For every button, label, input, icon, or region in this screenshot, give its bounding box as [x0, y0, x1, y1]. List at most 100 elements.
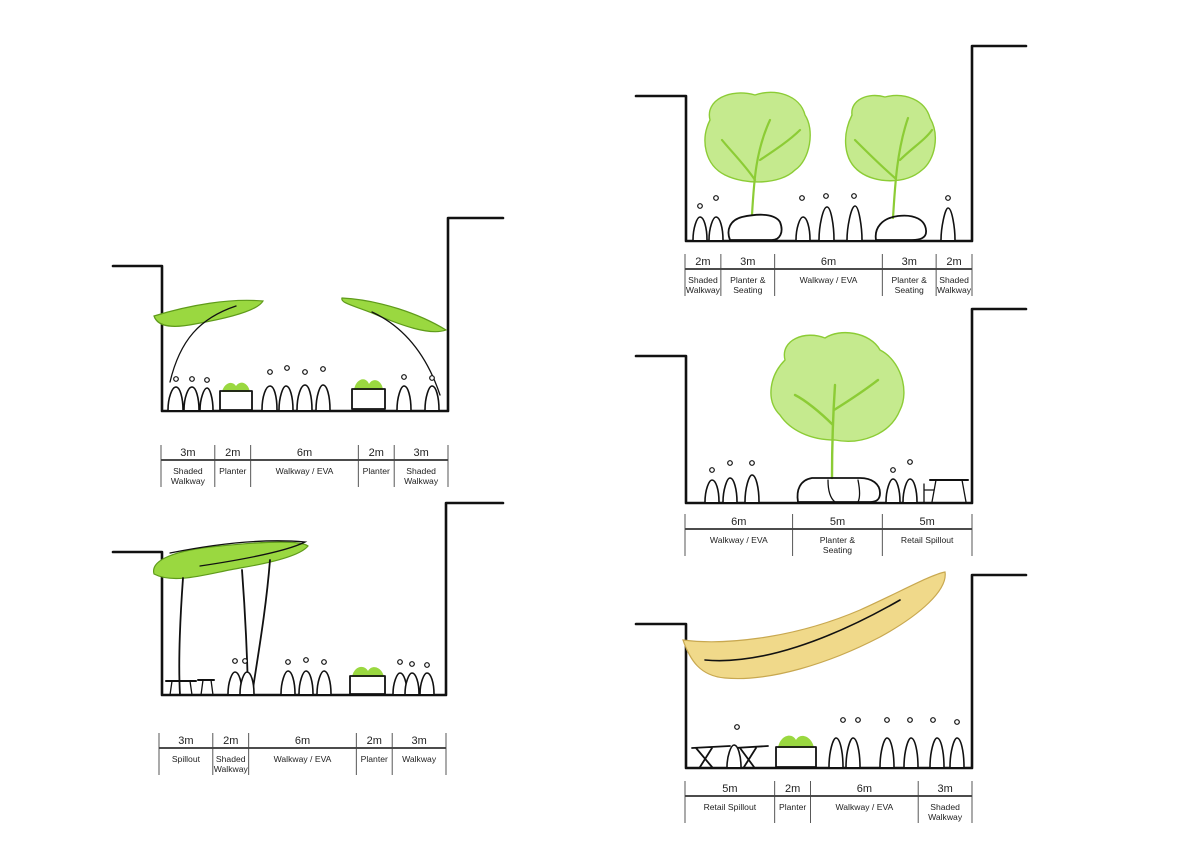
section-a-segment-label: Shaded: [173, 466, 203, 476]
section-b-drawing: [111, 501, 505, 697]
section-c-segment-label: Planter &: [892, 275, 928, 285]
section-a-segment-label: Walkway / EVA: [276, 466, 334, 476]
section-b-segment-dim: 3m: [178, 735, 193, 747]
section-b-segment-label: Planter: [361, 754, 388, 764]
section-b-segment-dim: 2m: [223, 735, 238, 747]
section-c-tree-canopy-right: [844, 94, 936, 182]
section-c-segment-label: Walkway / EVA: [800, 275, 858, 285]
section-c-segment-dim: 6m: [821, 256, 836, 268]
section-e-shade-sail-edge: [704, 599, 901, 662]
section-d-segment-label: Seating: [823, 545, 852, 555]
section-b-column-left: [178, 577, 184, 696]
section-d-segment-label: Walkway / EVA: [710, 535, 768, 545]
section-d-segment-dim: 5m: [830, 516, 845, 528]
section-a-segment-label: Walkway: [404, 476, 439, 486]
section-c-people: [692, 193, 956, 241]
section-d-outline: [634, 307, 1028, 505]
section-c-outline: [634, 44, 1028, 243]
section-c-segment-label: Shaded: [688, 275, 718, 285]
section-d-planter-inner: [827, 479, 861, 503]
section-b-people: [227, 657, 435, 695]
section-e-planter-plant: [778, 735, 814, 748]
section-c-segment-dim: 3m: [902, 256, 917, 268]
section-e-segment-label: Walkway / EVA: [835, 802, 893, 812]
section-e-segment-label: Planter: [779, 802, 806, 812]
section-a-segment-dim: 3m: [180, 447, 195, 459]
section-d-segment-dim: 5m: [920, 516, 935, 528]
section-c-tree-canopy-left: [704, 91, 811, 183]
section-e-segment-label: Retail Spillout: [704, 802, 757, 812]
section-d-people: [704, 459, 918, 503]
section-c-tree-trunk-right: [853, 116, 934, 220]
section-a-segment-label: Planter: [363, 466, 390, 476]
section-a-drawing: [111, 216, 505, 413]
section-c-segment-dim: 2m: [946, 256, 961, 268]
section-a-segment-label: Walkway: [171, 476, 206, 486]
section-e-segment-label: Shaded: [930, 802, 960, 812]
section-a-planter-plant-left: [222, 382, 250, 392]
section-c-segment-label: Seating: [733, 285, 762, 295]
section-e-segment-dim: 3m: [937, 783, 952, 795]
section-c-segment-label: Planter &: [730, 275, 766, 285]
section-b-planter-plant: [352, 666, 384, 677]
section-a-people: [167, 365, 440, 411]
section-d-tree-trunk: [793, 378, 880, 480]
section-c-tree-trunk-left: [720, 118, 802, 217]
section-b-outline: [111, 501, 505, 697]
section-d-segment-dim: 6m: [731, 516, 746, 528]
section-d-tree-canopy: [770, 331, 905, 442]
section-c-segment-dim: 3m: [740, 256, 755, 268]
section-a-outline: [111, 216, 505, 413]
section-c-segment-dim: 2m: [695, 256, 710, 268]
section-a-planter-left: [219, 390, 253, 411]
section-b-segment-label: Walkway: [402, 754, 437, 764]
section-d-drawing: [634, 307, 1028, 505]
section-a-segment-label: Shaded: [406, 466, 436, 476]
section-c-segment-label: Seating: [895, 285, 924, 295]
section-e-segment-dim: 6m: [857, 783, 872, 795]
section-a-canopy-right: [341, 297, 448, 333]
section-a-canopy-support-right: [371, 311, 441, 396]
section-a-planter-right: [351, 388, 386, 410]
section-d-segment-label: Planter &: [820, 535, 856, 545]
section-b-segment-dim: 3m: [411, 735, 426, 747]
section-e-segment-dim: 2m: [785, 783, 800, 795]
section-c-segment-label: Walkway: [686, 285, 721, 295]
section-b-canopy: [153, 541, 309, 580]
section-d-retail-furniture: [923, 479, 969, 503]
section-a-canopy-support-left: [169, 305, 237, 383]
section-a-segment-dim: 2m: [369, 447, 384, 459]
section-b-planter: [349, 675, 386, 695]
section-b-segment-label: Shaded: [216, 754, 246, 764]
section-b-spillout-furniture: [165, 679, 215, 696]
section-b-canopy-outline: [169, 540, 308, 567]
section-b-segment-label: Walkway / EVA: [274, 754, 332, 764]
section-e-planter: [775, 746, 817, 768]
section-b-segment-label: Spillout: [172, 754, 201, 764]
section-a-segment-dim: 6m: [297, 447, 312, 459]
section-c-segment-label: Shaded: [939, 275, 969, 285]
section-b-segment-dim: 6m: [295, 735, 310, 747]
section-c-drawing: [634, 44, 1028, 243]
section-e-drawing: [634, 571, 1028, 770]
section-e-spillout-furniture: [691, 745, 769, 768]
section-a-segment-label: Planter: [219, 466, 246, 476]
section-a-canopy-left: [153, 299, 264, 327]
section-c-planter-seating-left: [727, 213, 783, 241]
section-e-segment-dim: 5m: [722, 783, 737, 795]
section-b-segment-dim: 2m: [367, 735, 382, 747]
section-d-segment-label: Retail Spillout: [901, 535, 954, 545]
section-b-column-right: [251, 559, 271, 696]
section-a-planter-plant-right: [354, 379, 383, 390]
section-e-segment-label: Walkway: [928, 812, 963, 822]
section-c-segment-label: Walkway: [937, 285, 972, 295]
section-a-segment-dim: 3m: [413, 447, 428, 459]
section-b-segment-label: Walkway: [214, 764, 249, 774]
section-d-planter-seating: [796, 477, 881, 503]
section-e-shade-sail: [682, 571, 946, 680]
